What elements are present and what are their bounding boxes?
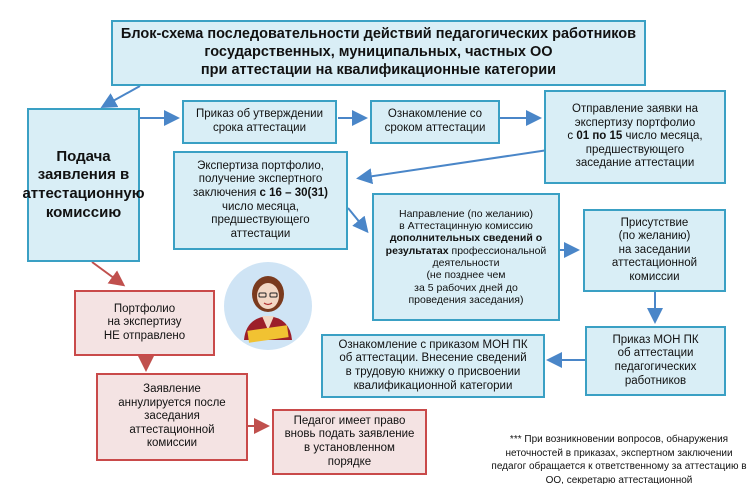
additional-info-box: Направление (по желанию) в Аттестацинную… [372,193,560,321]
teacher-illustration [224,262,312,350]
footnote: *** При возникновении вопросов, обнаруже… [491,434,747,484]
direction-text-1: Направление (по желанию) в Аттестацинную… [399,207,533,232]
send-text-1: Отправление заявки на экспертизу портфол… [567,103,698,143]
send-application-box: Отправление заявки на экспертизу портфол… [544,90,726,184]
expert-dates: с 16 – 30(31) [259,186,328,199]
reapply-box: Педагог имеет право вновь подать заявлен… [272,409,427,475]
submit-application-box: Подача заявления в аттестационную комисс… [22,108,145,262]
send-text-2: число месяца, предшествующего заседаниe … [575,130,703,170]
direction-bold: дополнительных сведений о результатах [385,232,543,257]
presence-box: Присутствие (по желанию) на заседании ат… [583,209,726,292]
chart-title: Блок-схема последовательности действий п… [111,20,646,86]
arrow-expert-to-direction [347,207,369,234]
mon-familiarization-box: Ознакомление с приказом МОН ПК об аттест… [321,334,545,398]
arrow-submit-to-not-sent [91,261,126,287]
direction-text-2: профессиональной деятельности (не поздне… [408,244,547,307]
expert-text-1: Экспертиза портфолио, получение экспертн… [193,159,324,199]
expert-text-2: число месяца, предшествующего аттестации [211,200,310,240]
mon-order-box: Приказ МОН ПК об аттестации педагогическ… [585,326,726,396]
send-dates: 01 по 15 [576,130,623,143]
portfolio-not-sent-box: Портфолио на экспертизу НЕ отправлено [74,290,215,356]
familiarization-box: Ознакомление со сроком аттестации [370,100,500,144]
portfolio-expertise-box: Экспертиза портфолио, получение экспертн… [173,151,348,250]
order-approval-box: Приказ об утверждении срока аттестации [182,100,337,144]
arrow-title-to-submit [100,85,141,108]
arrow-send-to-expert [356,149,549,185]
application-annulled-box: Заявление аннулируется после заседания а… [96,373,248,461]
